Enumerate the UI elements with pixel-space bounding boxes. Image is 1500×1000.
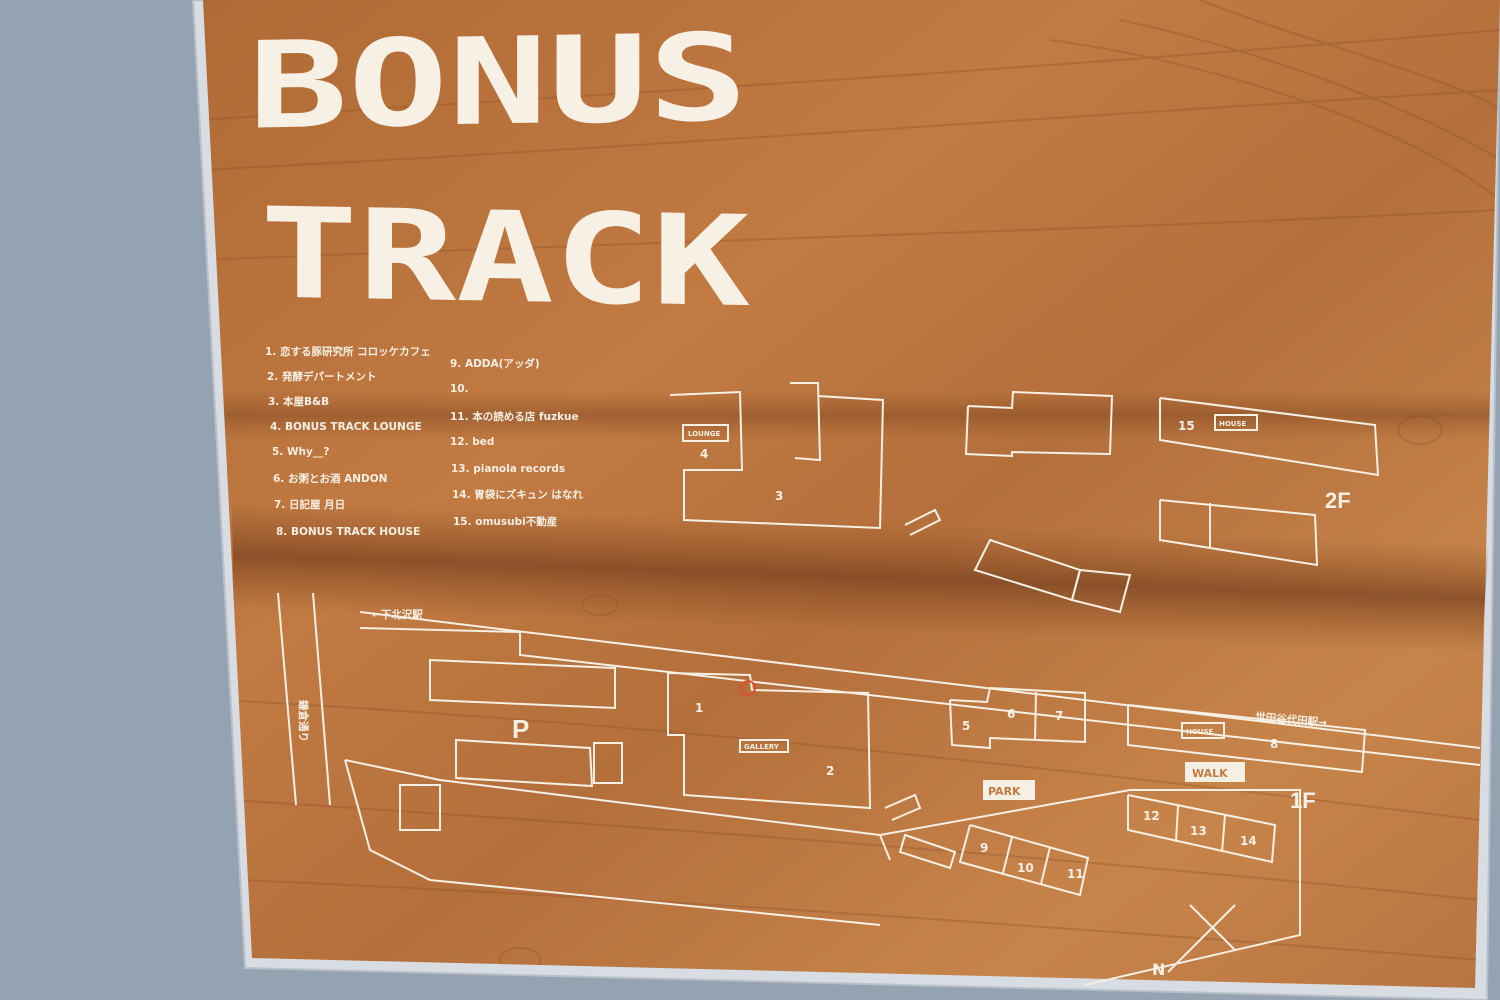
legend-item: 5. Why__?: [272, 446, 329, 458]
house-label-2f: HOUSE: [1219, 420, 1247, 428]
legend-item: 10.: [450, 383, 469, 395]
floor-1-map: 鎌倉通り ←下北沢駅 世田谷代田駅→ P 1 2 GALLERY 5 6 7 H…: [277, 592, 1481, 986]
house-label-1f: HOUSE: [1186, 728, 1214, 736]
legend-item: 8. BONUS TRACK HOUSE: [276, 526, 420, 538]
legend-right: 9. ADDA(アッダ) 10. 11. 本の読める店 fuzkue 12. b…: [450, 357, 583, 528]
park-tag: [983, 780, 1035, 800]
unit-15: 15: [1178, 419, 1195, 433]
floor-1f-label: 1F: [1290, 788, 1316, 813]
walk-tag: [1185, 762, 1245, 782]
unit-2: 2: [826, 764, 834, 778]
fire-alarm-icon: [740, 680, 756, 696]
wooden-board: [198, 0, 1500, 988]
legend-item: 13. pianola records: [451, 463, 565, 475]
unit-7: 7: [1055, 709, 1063, 723]
park-label: PARK: [988, 785, 1021, 798]
legend-item: 3. 本屋B&B: [268, 395, 329, 408]
walk-label: WALK: [1192, 767, 1228, 780]
legend-item: 2. 発酵デパートメント: [267, 370, 376, 383]
legend-left: 1. 恋する豚研究所 コロッケカフェ 2. 発酵デパートメント 3. 本屋B&B…: [265, 345, 431, 538]
gallery-label: GALLERY: [744, 743, 780, 751]
unit-10: 10: [1017, 861, 1034, 875]
parking-label: P: [512, 714, 529, 744]
lounge-label: LOUNGE: [688, 430, 720, 438]
legend-item: 14. 胃袋にズキュン はなれ: [452, 488, 583, 501]
street-label: 鎌倉通り: [297, 699, 310, 742]
legend-item: 15. omusubi不動産: [453, 515, 557, 528]
legend-item: 11. 本の読める店 fuzkue: [450, 410, 579, 423]
legend-item: 12. bed: [450, 436, 494, 448]
legend-item: 6. お粥とお酒 ANDON: [273, 472, 387, 485]
title-line-1: BONUS: [248, 9, 748, 157]
unit-9: 9: [980, 841, 988, 855]
unit-13: 13: [1190, 824, 1207, 838]
unit-8: 8: [1270, 737, 1278, 751]
unit-1: 1: [695, 701, 703, 715]
unit-12: 12: [1143, 809, 1160, 823]
unit-5: 5: [962, 719, 970, 733]
sign-title: BONUS TRACK: [248, 9, 750, 335]
unit-14: 14: [1240, 834, 1257, 848]
floor-2f-label: 2F: [1325, 488, 1351, 513]
floor-2-map: LOUNGE 4 3 15 HOUSE 2F: [669, 382, 1380, 614]
unit-11: 11: [1067, 867, 1084, 881]
legend-item: 7. 日記屋 月日: [274, 498, 345, 511]
north-label: N: [1152, 960, 1165, 979]
unit-4: 4: [700, 447, 708, 461]
legend-item: 9. ADDA(アッダ): [450, 357, 540, 370]
unit-6: 6: [1007, 707, 1015, 721]
unit-3: 3: [775, 489, 783, 503]
legend-item: 4. BONUS TRACK LOUNGE: [270, 421, 422, 433]
title-line-2: TRACK: [260, 182, 750, 336]
legend-item: 1. 恋する豚研究所 コロッケカフェ: [265, 345, 431, 358]
